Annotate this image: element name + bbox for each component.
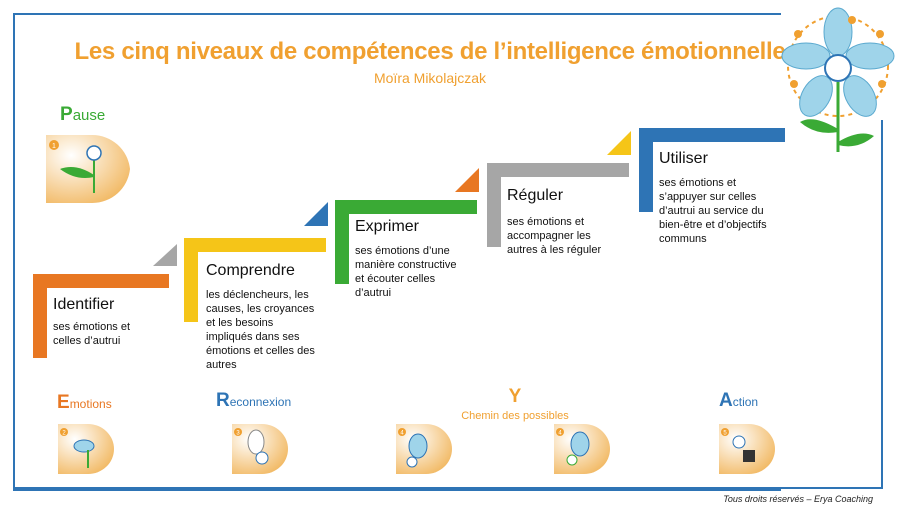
step-exprimer: Exprimer ses émotions d’une manière cons… (335, 168, 485, 299)
flower-logo-icon (781, 7, 895, 152)
chemin-badge-1-icon: 4 (396, 424, 452, 474)
erya-initial: A (719, 390, 733, 411)
step-bar (487, 163, 629, 177)
step-description: ses émotions et celles d’autrui (53, 321, 131, 347)
step-description: ses émotions et accompagner les autres à… (507, 216, 602, 256)
erya-emotions-label: Emotions (57, 392, 112, 414)
slide-frame-bottom (13, 487, 883, 489)
step-corner (153, 244, 177, 266)
step-heading: Réguler (507, 187, 564, 204)
erya-rest: Chemin des possibles (461, 410, 569, 422)
step-description: ses émotions et s’appuyer sur celles d’a… (659, 177, 767, 245)
step-bar (639, 128, 785, 142)
erya-initial: R (216, 390, 230, 411)
step-corner (607, 131, 631, 155)
badge-number: 5 (723, 431, 727, 437)
emotions-badge-icon: 2 (58, 424, 114, 474)
step-identifier: Identifier ses émotions et celles d’autr… (33, 244, 183, 358)
badge-number: 2 (62, 431, 66, 437)
reconnexion-badge-icon: 3 (232, 424, 288, 474)
pause-label: Pause (60, 104, 105, 126)
erya-action-label: Action (719, 390, 758, 412)
step-reguler: Réguler ses émotions et accompagner les … (487, 131, 637, 256)
step-side (639, 128, 653, 212)
erya-reconnexion-label: Reconnexion (216, 390, 291, 412)
step-description: ses émotions d’une manière constructive … (355, 245, 457, 299)
erya-rest: econnexion (229, 395, 292, 409)
badge-number: 3 (236, 431, 240, 437)
step-corner (304, 202, 328, 226)
step-heading: Identifier (53, 296, 115, 313)
slide-frame-right (881, 120, 883, 489)
step-heading: Exprimer (355, 218, 420, 235)
step-side (184, 238, 198, 322)
step-comprendre: Comprendre les déclencheurs, les causes,… (184, 202, 334, 371)
step-side (487, 163, 501, 247)
erya-y-label: Y Chemin des possibles (440, 386, 590, 422)
page-title: Les cinq niveaux de compétences de l’int… (74, 38, 786, 65)
step-heading: Comprendre (206, 262, 295, 279)
step-side (33, 274, 47, 358)
step-description: les déclencheurs, les causes, les croyan… (206, 289, 315, 371)
step-heading: Utiliser (659, 150, 708, 167)
step-bar (184, 238, 326, 252)
slide-frame (13, 13, 781, 491)
pause-rest: ause (72, 107, 106, 124)
erya-rest: ction (732, 395, 759, 409)
step-side (335, 200, 349, 284)
erya-initial: Y (508, 386, 522, 407)
step-corner (455, 168, 479, 192)
step-utiliser: Utiliser ses émotions et s’appuyer sur c… (639, 128, 799, 245)
badge-number: 4 (558, 431, 562, 437)
step-bar (335, 200, 477, 214)
action-badge-icon: 5 (719, 424, 775, 474)
pause-initial: P (60, 104, 73, 125)
badge-number: 1 (52, 143, 56, 150)
copyright-footer: Tous droits réservés – Erya Coaching (723, 494, 873, 504)
erya-initial: E (57, 392, 70, 413)
chemin-badge-2-icon: 4 (554, 424, 610, 474)
author-subtitle: Moïra Mikolajczak (373, 70, 487, 86)
badge-number: 4 (400, 431, 404, 437)
pause-badge-icon: 1 (46, 135, 130, 203)
erya-rest: motions (69, 397, 112, 411)
step-bar (33, 274, 169, 288)
